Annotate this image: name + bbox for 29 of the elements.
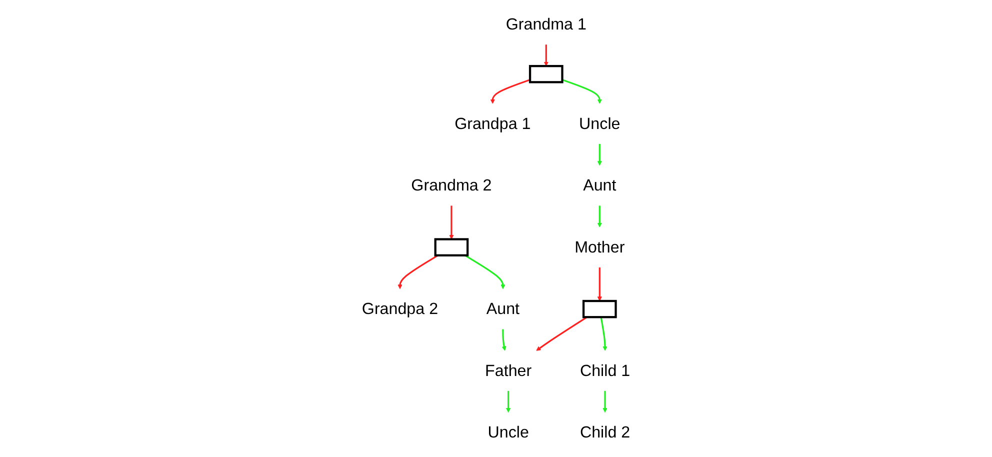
arrow [502,329,506,351]
arrow [398,254,438,290]
arrow [600,316,608,351]
node-text: Mother [574,238,625,256]
node-box [434,238,469,256]
arrow [562,79,602,104]
node-box [528,64,564,84]
arrow [597,144,602,166]
arrow [464,254,506,290]
node-text: Aunt [486,300,520,318]
arrow [449,206,454,240]
arrow [597,206,602,228]
node-text: Child 1 [580,362,630,380]
arrow [506,390,511,413]
arrow [490,79,530,104]
node-text: Father [485,362,532,380]
arrow [536,316,588,351]
arrow [602,390,608,413]
node-text: Grandpa 1 [454,114,531,133]
node-text: Aunt [583,176,616,194]
node-text: Grandpa 2 [362,300,438,318]
node-text: Uncle [488,424,529,442]
node-text: Uncle [579,114,620,133]
node-text: Grandma 1 [506,16,586,34]
arrow [597,267,602,302]
arrow [544,44,548,66]
node-text: Child 2 [580,424,630,442]
node-box [582,300,617,318]
node-text: Grandma 2 [411,176,492,194]
